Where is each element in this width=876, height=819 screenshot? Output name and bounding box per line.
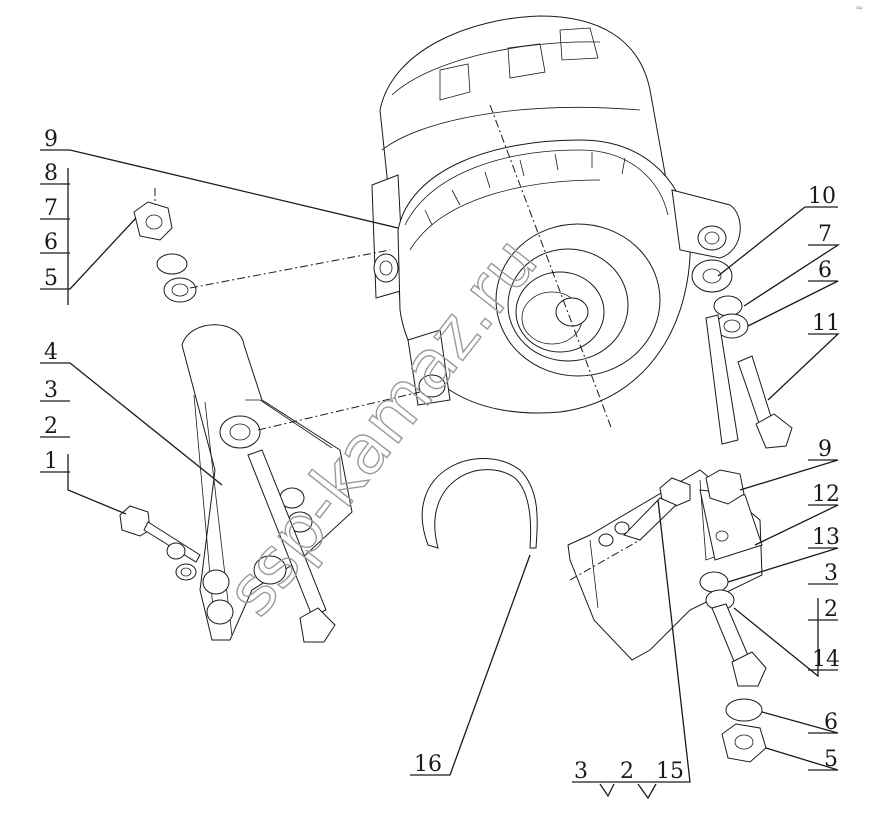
callout-right-2: 2 bbox=[824, 597, 838, 622]
clamp-16 bbox=[421, 458, 538, 549]
centerline-right-bolt bbox=[569, 539, 641, 581]
callout-right-6b: 6 bbox=[824, 710, 838, 735]
callout-left-7: 7 bbox=[44, 196, 58, 221]
right-lower-bracket bbox=[567, 469, 767, 763]
callout-right-11: 11 bbox=[812, 311, 840, 336]
callout-right-7: 7 bbox=[818, 222, 832, 247]
nut-washer-stack-left bbox=[133, 188, 391, 303]
callout-right-13: 13 bbox=[812, 525, 840, 550]
callout-right-3: 3 bbox=[824, 561, 838, 586]
callout-bottom-3: 3 bbox=[574, 759, 588, 784]
right-upper-hardware bbox=[691, 259, 793, 449]
callout-left-4: 4 bbox=[44, 340, 58, 365]
bolt-1-assembly bbox=[119, 505, 201, 581]
callout-left-2: 2 bbox=[44, 414, 58, 439]
callout-left-6: 6 bbox=[44, 230, 58, 255]
callout-right-12: 12 bbox=[812, 482, 840, 507]
callout-bottom-2: 2 bbox=[620, 759, 634, 784]
callout-bottom-15: 15 bbox=[656, 759, 684, 784]
callout-right-10: 10 bbox=[808, 184, 836, 209]
callout-right-6: 6 bbox=[818, 258, 832, 283]
callout-right-14: 14 bbox=[812, 647, 840, 672]
callout-right-5b: 5 bbox=[824, 747, 838, 772]
alternator bbox=[371, 15, 741, 431]
corner-mark: ssp bbox=[856, 5, 863, 10]
callout-labels: 9 8 7 6 5 4 3 2 1 10 7 6 11 9 12 13 3 2 … bbox=[44, 127, 840, 784]
left-bracket bbox=[181, 324, 353, 643]
callout-left-3: 3 bbox=[44, 378, 58, 403]
callout-right-9: 9 bbox=[818, 437, 832, 462]
callout-left-5: 5 bbox=[44, 266, 58, 291]
leader-lines bbox=[40, 149, 841, 800]
callout-bottom-16: 16 bbox=[414, 752, 442, 777]
callout-left-1: 1 bbox=[44, 449, 58, 474]
callout-left-9: 9 bbox=[44, 127, 58, 152]
callout-left-8: 8 bbox=[44, 161, 58, 186]
centerline-bracket-alternator bbox=[257, 391, 421, 431]
